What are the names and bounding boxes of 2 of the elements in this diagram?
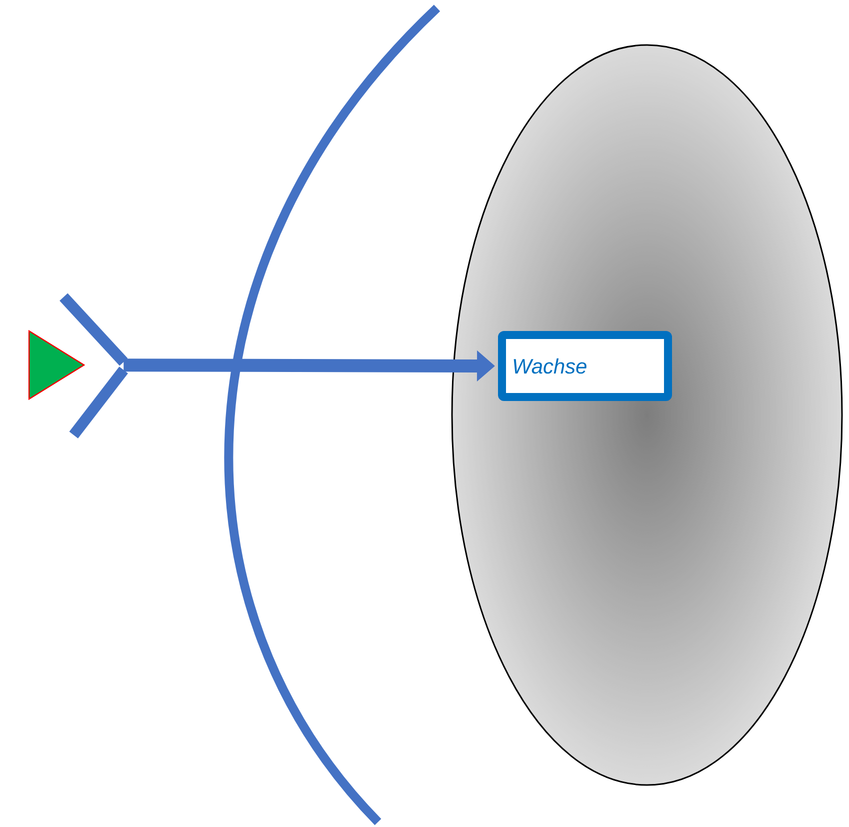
gradient-ellipse — [451, 44, 843, 786]
label-box: Wachse — [498, 331, 672, 401]
